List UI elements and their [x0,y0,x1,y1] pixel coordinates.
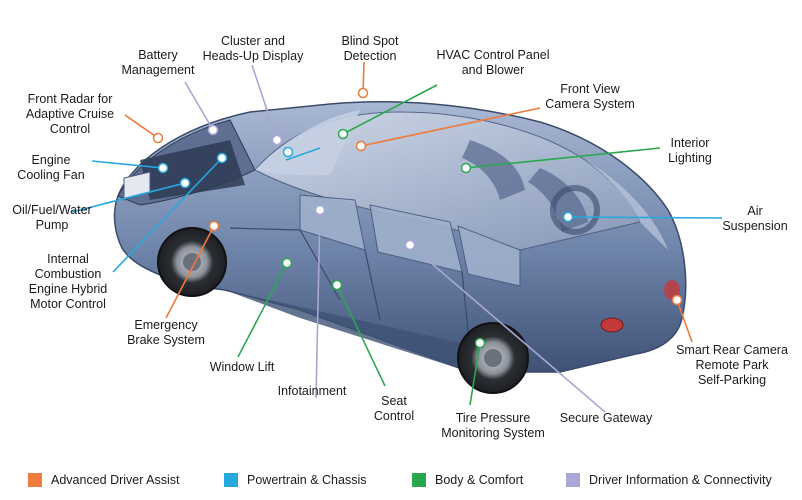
legend-swatch [566,473,580,487]
callout-lines [71,61,723,413]
legend-item-powertrain: Powertrain & Chassis [224,472,367,488]
label-oil-fuel-water-pump: Oil/Fuel/Water Pump [12,203,92,232]
legend-label: Body & Comfort [435,473,524,487]
label-front-radar: Front Radar for Adaptive Cruise Control [25,92,115,136]
legend-item-adas: Advanced Driver Assist [28,472,180,488]
legend-label: Powertrain & Chassis [247,473,367,487]
label-emergency-brake: Emergency Brake System [127,318,205,347]
label-engine-cooling-fan: Engine Cooling Fan [17,153,85,182]
label-air-suspension: Air Suspension [722,204,788,233]
front-wheel [157,227,227,297]
legend-label: Advanced Driver Assist [51,473,180,487]
legend-label: Driver Information & Connectivity [589,473,772,487]
callout-dots [152,87,683,349]
label-window-lift: Window Lift [209,360,275,374]
legend-item-driver-info: Driver Information & Connectivity [566,472,772,488]
label-ice-hybrid-motor: Internal Combustion Engine Hybrid Motor … [28,252,108,311]
label-smart-rear-camera: Smart Rear Camera Remote Park Self-Parki… [676,343,788,387]
label-hvac: HVAC Control Panel and Blower [436,48,550,77]
label-tire-pressure: Tire Pressure Monitoring System [441,411,545,440]
label-secure-gateway: Secure Gateway [559,411,653,425]
legend-item-body-comfort: Body & Comfort [412,472,523,488]
label-interior-lighting: Interior Lighting [668,136,712,165]
label-cluster-hud: Cluster and Heads-Up Display [202,34,304,63]
label-seat-control: Seat Control [373,394,415,423]
legend-swatch [412,473,426,487]
label-battery-management: Battery Management [121,48,195,77]
rear-wheel [457,322,529,394]
label-blind-spot: Blind Spot Detection [341,34,399,63]
label-front-view-camera: Front View Camera System [545,82,635,111]
label-infotainment: Infotainment [277,384,347,398]
legend-swatch [224,473,238,487]
legend-swatch [28,473,42,487]
